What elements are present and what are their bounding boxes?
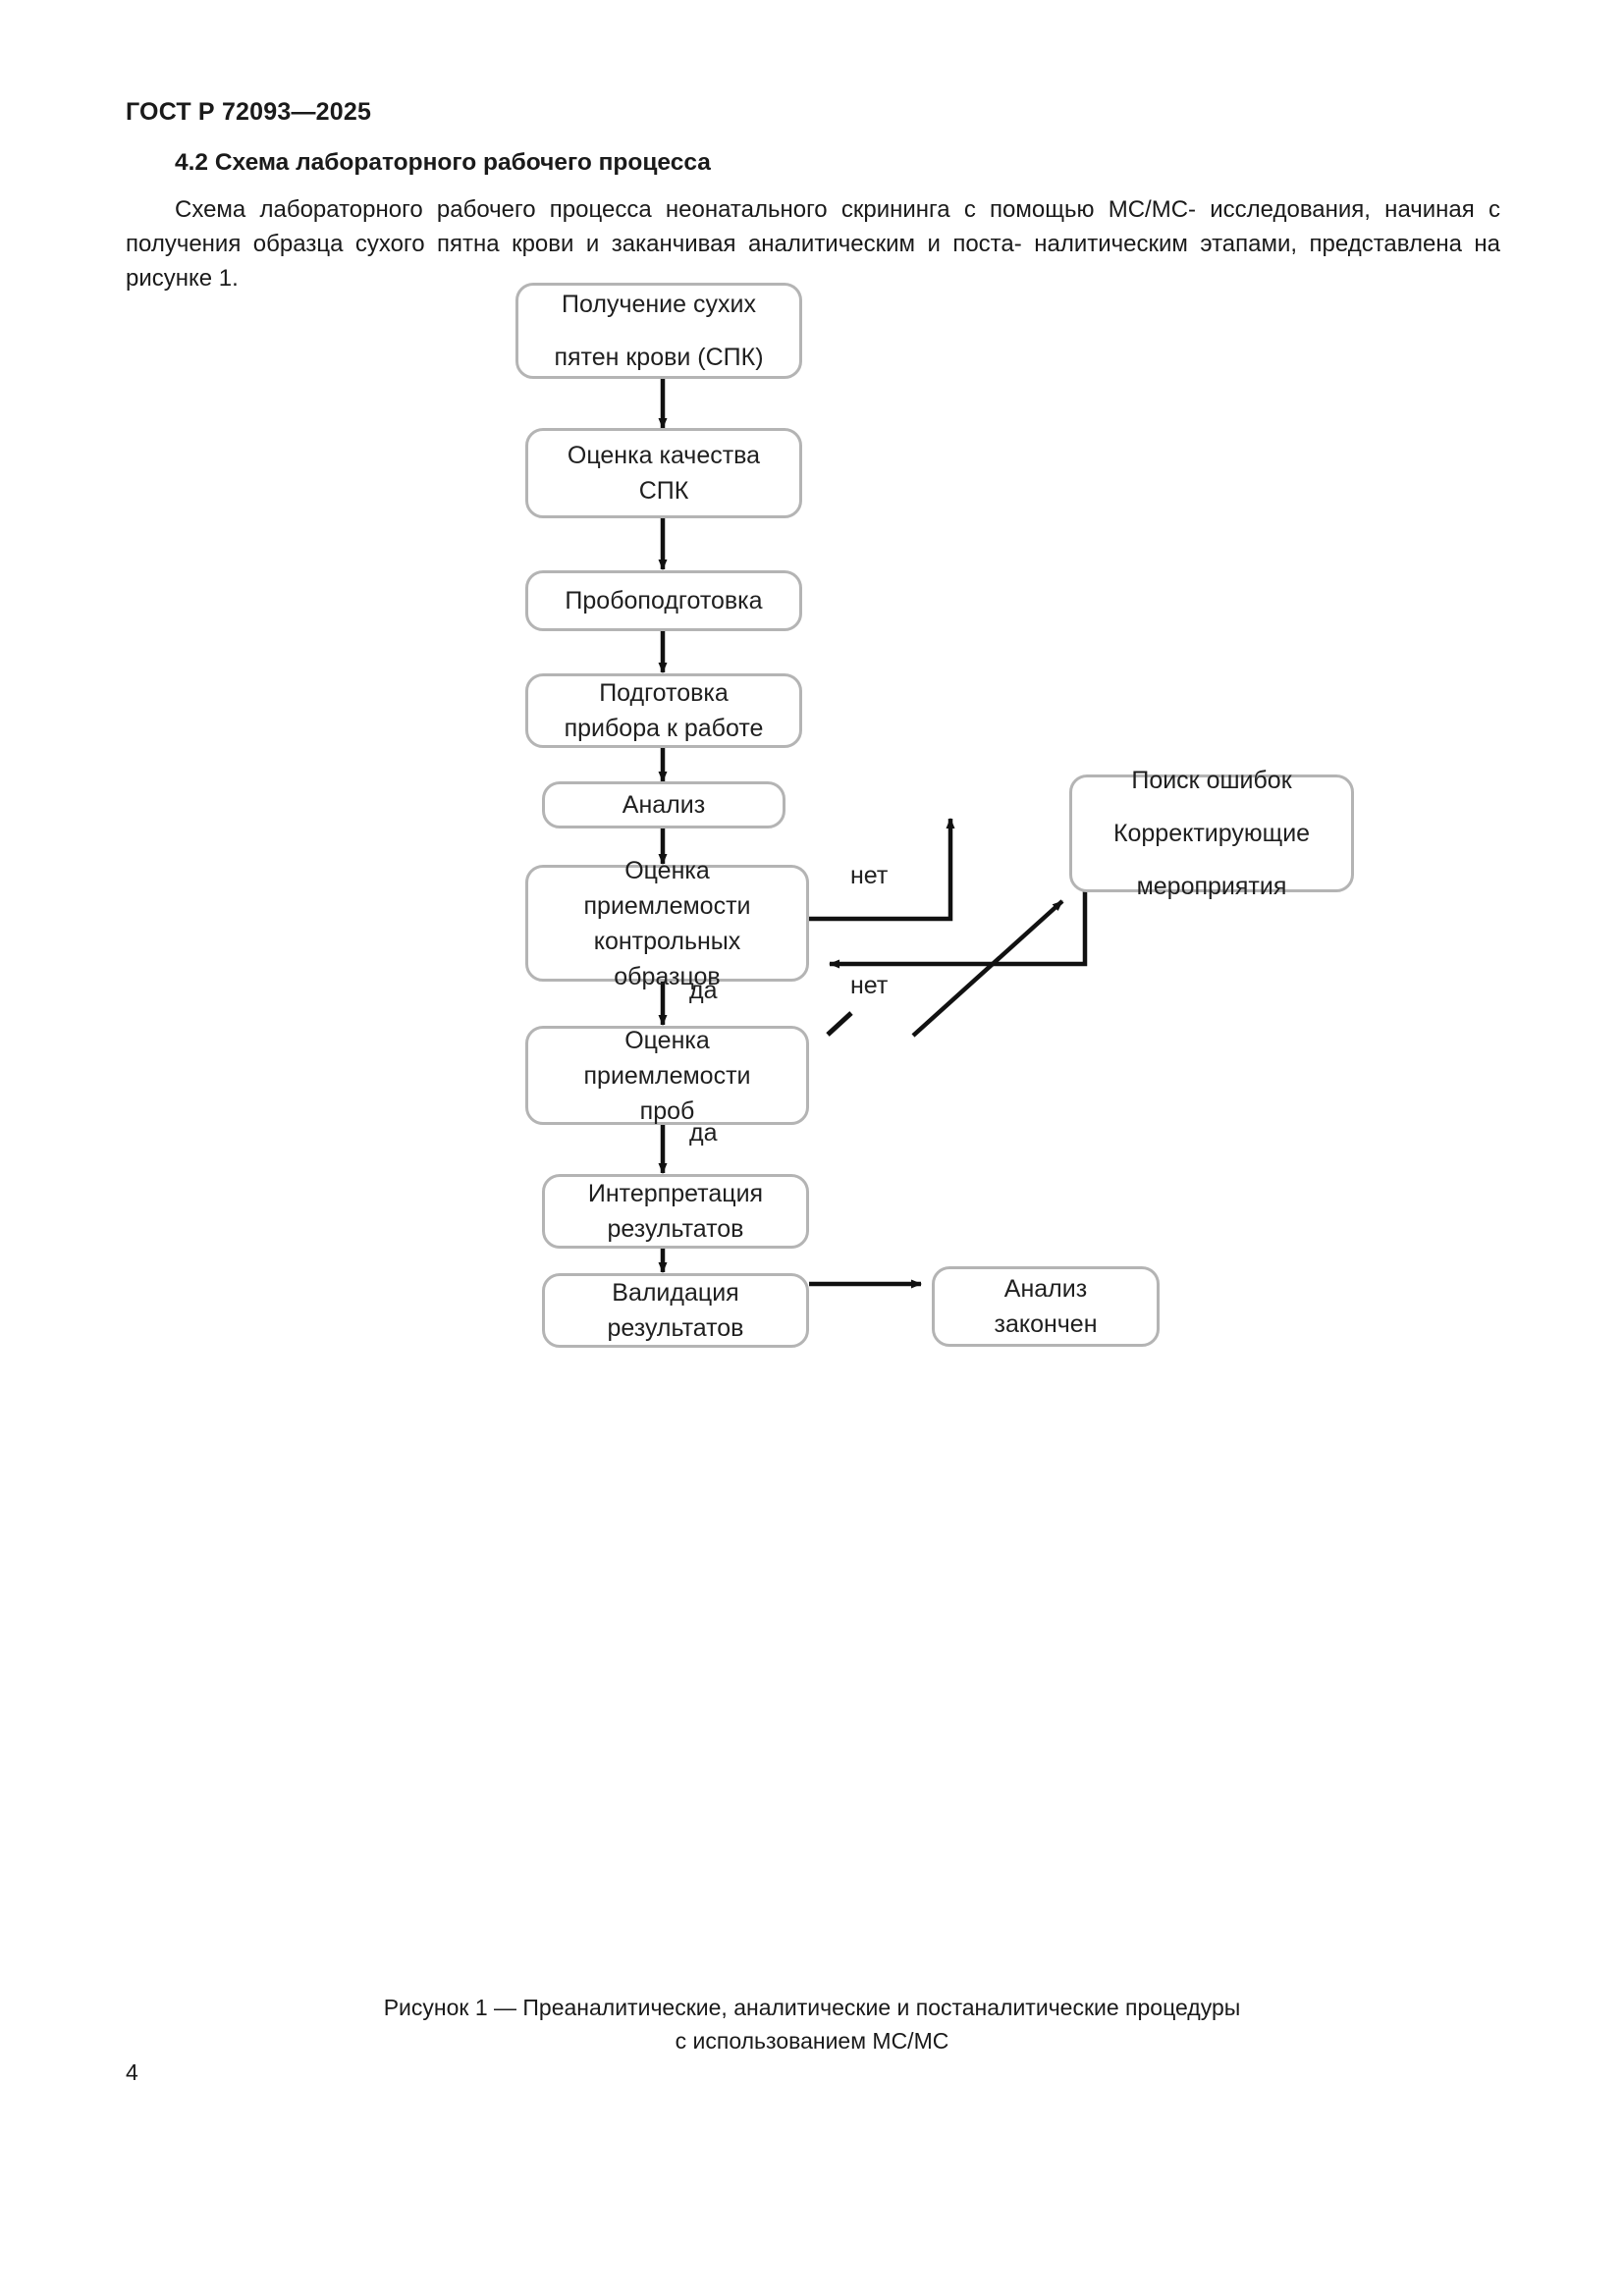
body-paragraph: Схема лабораторного рабочего процесса не… bbox=[126, 192, 1500, 295]
page-number: 4 bbox=[126, 2059, 138, 2085]
node-dbs-quality[interactable]: Оценка качества СПК bbox=[525, 428, 802, 518]
flowchart-diagram: Получение сухих пятен крови (СПК) Оценка… bbox=[0, 283, 1624, 1983]
node-interpretation-line1: Интерпретация bbox=[587, 1180, 764, 1207]
node-sample-prep[interactable]: Пробоподготовка bbox=[525, 570, 802, 631]
node-qc-acceptance-line4: образцов bbox=[614, 962, 721, 990]
node-interpretation-line2: результатов bbox=[607, 1215, 744, 1243]
node-analysis-done-line1: Анализ bbox=[1003, 1275, 1088, 1303]
node-validation-line1: Валидация bbox=[612, 1279, 739, 1307]
paragraph-line-3: налитическим этапами, представлена на ри… bbox=[126, 231, 1501, 292]
section-heading: 4.2 Схема лабораторного рабочего процесс… bbox=[175, 149, 711, 176]
node-sample-acceptance-line2: приемлемости bbox=[583, 1061, 751, 1090]
node-corrective-line1: Корректирующие bbox=[1112, 820, 1311, 847]
flowchart-connectors bbox=[658, 379, 1088, 1289]
node-qc-acceptance[interactable]: Оценка приемлемости контрольных образцов bbox=[525, 857, 809, 990]
node-dbs-collection[interactable]: Получение сухих пятен крови (СПК) bbox=[515, 283, 802, 379]
paragraph-line-2: исследования, начиная с получения образц… bbox=[126, 196, 1500, 257]
edge-label-qc-yes: да bbox=[689, 977, 718, 1004]
node-interpretation[interactable]: Интерпретация результатов bbox=[542, 1174, 809, 1249]
node-analysis[interactable]: Анализ bbox=[542, 781, 785, 828]
edge-label-qc-no: нет bbox=[850, 862, 889, 889]
figure-caption-line2: с использованием МС/МС bbox=[675, 2028, 949, 2054]
node-dbs-quality-line2: СПК bbox=[638, 477, 689, 505]
node-sample-prep-label: Пробоподготовка bbox=[565, 587, 763, 614]
node-instrument-prep-line1: Подготовка bbox=[599, 679, 729, 707]
node-dbs-collection-line2: пятен крови (СПК) bbox=[554, 344, 764, 371]
edge-label-sample-yes: да bbox=[689, 1119, 718, 1147]
node-analysis-done[interactable]: Анализ закончен bbox=[932, 1266, 1160, 1347]
node-analysis-done-line2: закончен bbox=[994, 1310, 1098, 1338]
node-error-search-label: Поиск ошибок bbox=[1131, 767, 1292, 794]
figure-caption-line1: Рисунок 1 — Преаналитические, аналитичес… bbox=[383, 1995, 1241, 2020]
node-dbs-quality-line1: Оценка качества bbox=[567, 442, 761, 469]
edge-label-sample-no: нет bbox=[850, 972, 889, 999]
node-qc-acceptance-line2: приемлемости bbox=[583, 891, 751, 920]
paragraph-line-1: Схема лабораторного рабочего процесса не… bbox=[175, 196, 1197, 223]
node-dbs-collection-line1: Получение сухих bbox=[562, 291, 756, 318]
node-instrument-prep-line2: прибора к работе bbox=[564, 715, 764, 742]
node-error-correction[interactable]: Поиск ошибок Корректирующие мероприятия bbox=[1069, 767, 1354, 900]
node-qc-acceptance-line3: контрольных bbox=[593, 927, 741, 955]
node-analysis-label: Анализ bbox=[622, 791, 706, 819]
node-corrective-line2: мероприятия bbox=[1136, 873, 1287, 900]
node-validation-line2: результатов bbox=[607, 1314, 744, 1342]
node-instrument-prep[interactable]: Подготовка прибора к работе bbox=[525, 673, 802, 748]
node-sample-acceptance[interactable]: Оценка приемлемости проб bbox=[525, 1026, 809, 1125]
node-sample-acceptance-line1: Оценка bbox=[624, 1026, 710, 1054]
node-qc-acceptance-line1: Оценка bbox=[624, 856, 710, 884]
node-sample-acceptance-line3: проб bbox=[639, 1096, 695, 1125]
document-header: ГОСТ Р 72093—2025 bbox=[126, 98, 372, 126]
node-validation[interactable]: Валидация результатов bbox=[542, 1273, 809, 1348]
figure-caption: Рисунок 1 — Преаналитические, аналитичес… bbox=[0, 1991, 1624, 2057]
